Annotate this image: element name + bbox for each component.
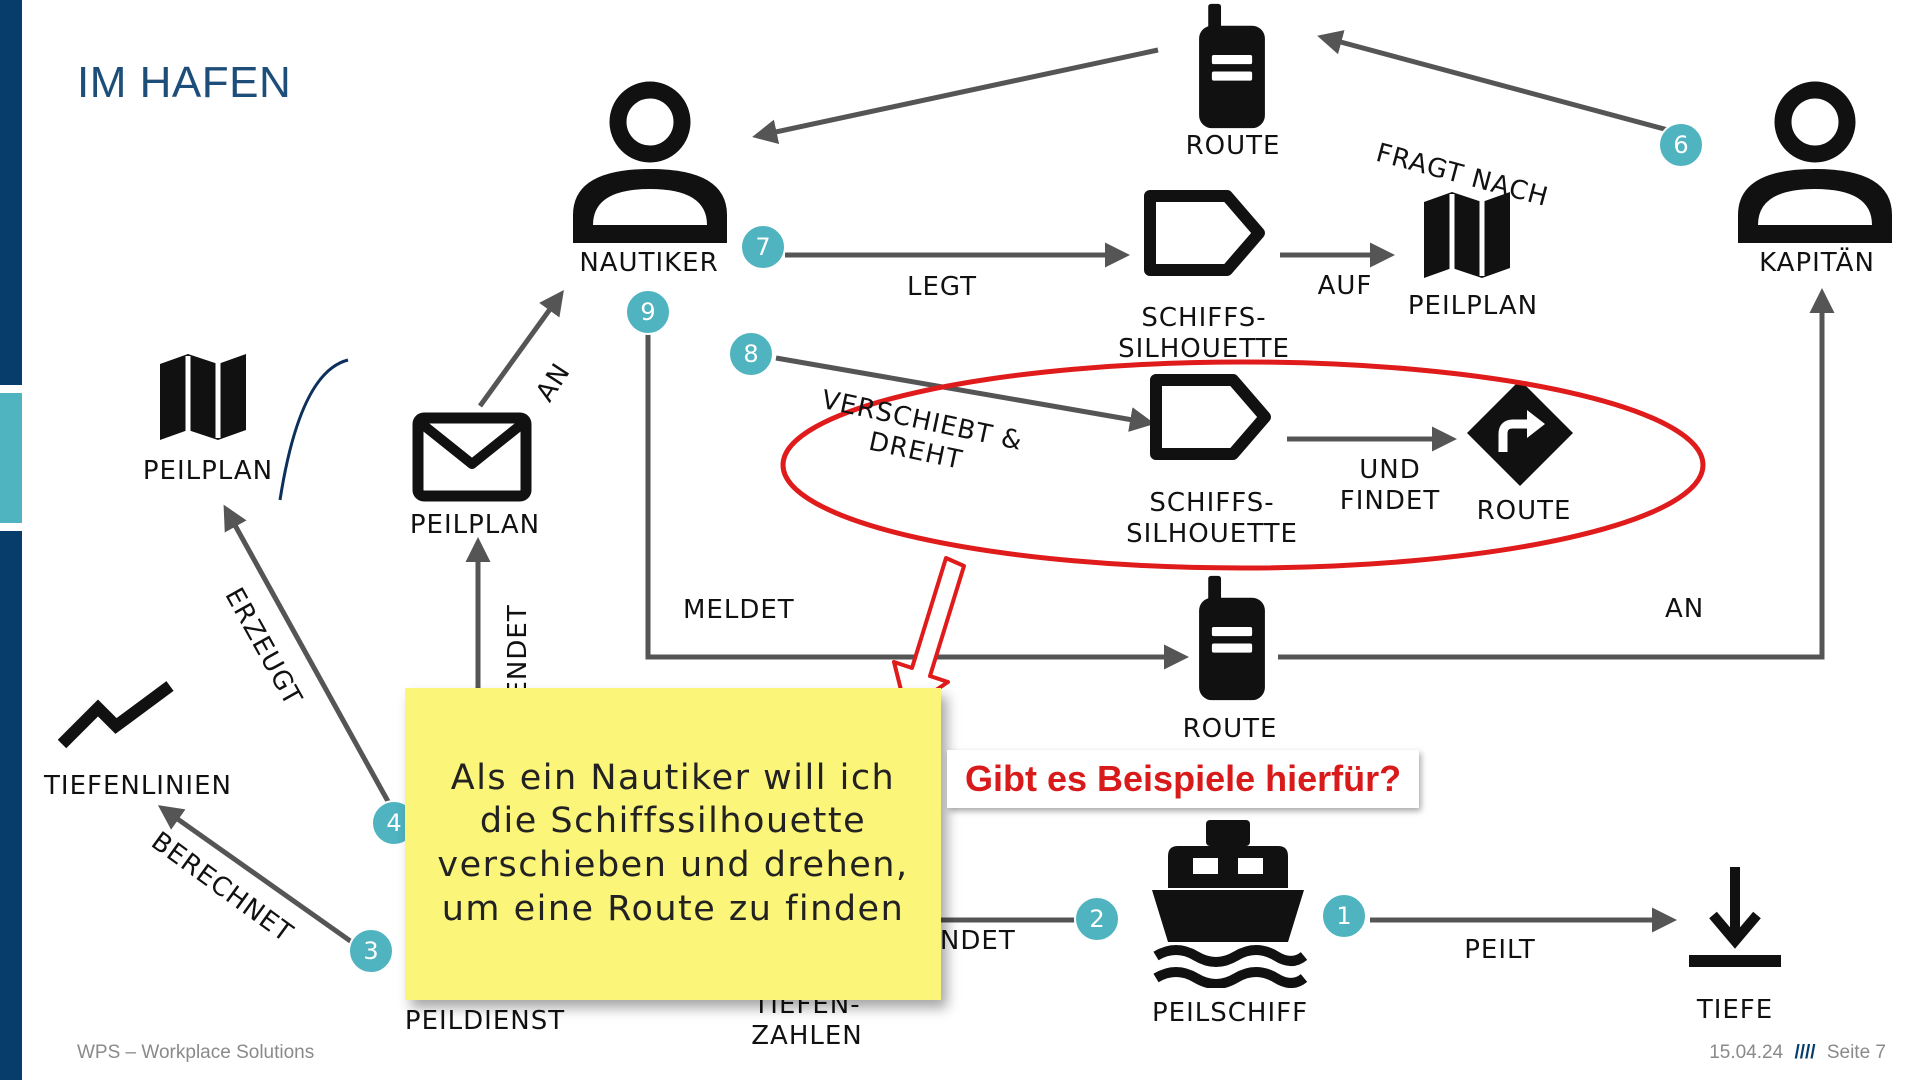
page-title: IM HAFEN: [77, 58, 292, 107]
sidebar-bar-top: [0, 0, 22, 385]
step-badge-7: 7: [740, 224, 786, 270]
footer-page: Seite 7: [1826, 1042, 1886, 1063]
highlight-ellipse: [780, 359, 1706, 571]
tiefenlinien-label: TIEFENLINIEN: [44, 771, 232, 801]
verb-an-kapitaen: AN: [1665, 594, 1705, 624]
peilschiff-label: PEILSCHIFF: [1151, 998, 1309, 1028]
verb-meldet: MELDET: [683, 595, 795, 625]
step-badge-2: 2: [1074, 896, 1120, 942]
question-callout: Gibt es Beispiele hierfür?: [947, 750, 1420, 808]
peilplan-mail-label: PEILPLAN: [409, 510, 541, 540]
map-icon: [160, 354, 246, 440]
tiefe-label: TIEFE: [1696, 995, 1774, 1025]
arrow-kapitaen-to-route: [1317, 30, 1669, 133]
arrow-erzeugt: [223, 504, 393, 807]
peildienst-label: PEILDIENST: [404, 1006, 566, 1036]
person-icon: [1738, 90, 1892, 243]
sidebar-bar-bottom: [0, 531, 22, 1080]
step-badge-9: 9: [625, 289, 671, 335]
schiffs-silhouette-1-label: SCHIFFS- SILHOUETTE: [1118, 303, 1290, 365]
route-found-label: ROUTE: [1476, 496, 1572, 526]
step-badge-3: 3: [348, 928, 394, 974]
depth-arrow-icon: [1689, 867, 1781, 967]
footer-separator: ////: [1794, 1042, 1816, 1063]
radio-icon: [1199, 575, 1265, 701]
sticky-note-text: Als ein Nautiker will ich die Schiffssil…: [437, 757, 909, 929]
person-icon: [573, 90, 727, 243]
verb-auf: AUF: [1317, 271, 1373, 301]
map-icon: [1424, 192, 1510, 278]
step-badge-1: 1: [1321, 893, 1367, 939]
verb-legt: LEGT: [906, 272, 978, 302]
direction-sign-icon: [1467, 380, 1573, 486]
kapitaen-label: KAPITÄN: [1759, 248, 1875, 278]
schiffs-silhouette-2-label: SCHIFFS- SILHOUETTE: [1126, 488, 1298, 550]
footer-company: WPS – Workplace Solutions: [77, 1042, 315, 1063]
step-badge-6: 6: [1658, 122, 1704, 168]
tag-icon: [1150, 196, 1259, 270]
tag-icon: [1156, 380, 1265, 454]
arrow-verschiebt: [775, 355, 1155, 432]
envelope-icon: [418, 418, 526, 496]
sticky-note: Als ein Nautiker will ich die Schiffssil…: [405, 688, 941, 1000]
verb-und-findet: UND FINDET: [1339, 455, 1441, 517]
route-top-label: ROUTE: [1185, 131, 1281, 161]
arrow-meldet: [645, 333, 1189, 670]
step-badge-8: 8: [728, 331, 774, 377]
route-mid-label: ROUTE: [1182, 714, 1278, 744]
sidebar-bar-accent: [0, 393, 22, 523]
radio-icon: [1199, 3, 1265, 129]
arrow-berechnet: [157, 805, 358, 948]
peilplan-left-label: PEILPLAN: [142, 456, 274, 486]
footer-meta: 15.04.24 //// Seite 7: [1709, 1042, 1886, 1064]
ship-icon: [1152, 820, 1304, 984]
pen-curve: [278, 358, 349, 501]
arrow-route-to-nautiker: [752, 47, 1159, 145]
verb-peilt: PEILT: [1464, 935, 1536, 965]
arrow-an-nautiker: [477, 289, 564, 408]
arrow-an-kapitaen: [1278, 288, 1835, 660]
zigzag-line-icon: [62, 686, 170, 744]
nautiker-label: NAUTIKER: [579, 248, 719, 278]
peilplan-right-label: PEILPLAN: [1407, 291, 1539, 321]
footer-date: 15.04.24: [1709, 1042, 1784, 1063]
